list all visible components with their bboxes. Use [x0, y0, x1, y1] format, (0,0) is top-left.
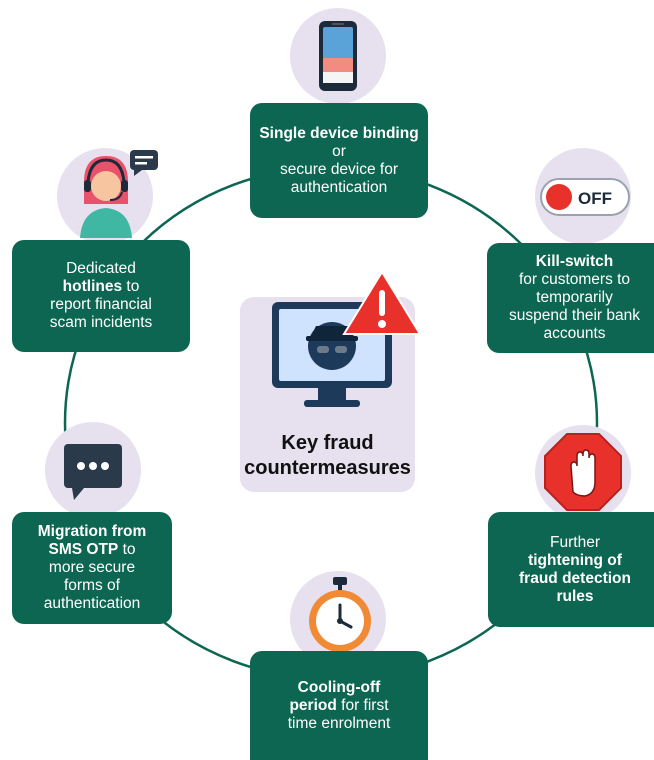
monitor-hacker-icon — [272, 272, 422, 407]
fraud-rules-box: Further tightening of fraud detection ru… — [488, 512, 654, 627]
support-agent-icon — [80, 150, 158, 238]
device-binding-box: Single device binding or secure device f… — [250, 103, 428, 218]
smartphone-icon — [319, 21, 357, 91]
stopwatch-icon — [309, 577, 371, 652]
center-title: Key fraud countermeasures — [244, 432, 411, 479]
off-toggle-icon: OFF — [540, 178, 630, 216]
kill-switch-box: Kill-switch for customers to temporarily… — [487, 243, 654, 353]
chat-bubble-icon — [64, 444, 122, 500]
cooling-off-box: Cooling-off period for first time enrolm… — [250, 651, 428, 760]
toggle-off-label: OFF — [578, 189, 612, 208]
sms-otp-box: Migration from SMS OTP to more secure fo… — [12, 512, 172, 624]
stop-hand-icon — [544, 433, 622, 511]
hotlines-box: Dedicated hotlines to report financial s… — [12, 240, 190, 352]
